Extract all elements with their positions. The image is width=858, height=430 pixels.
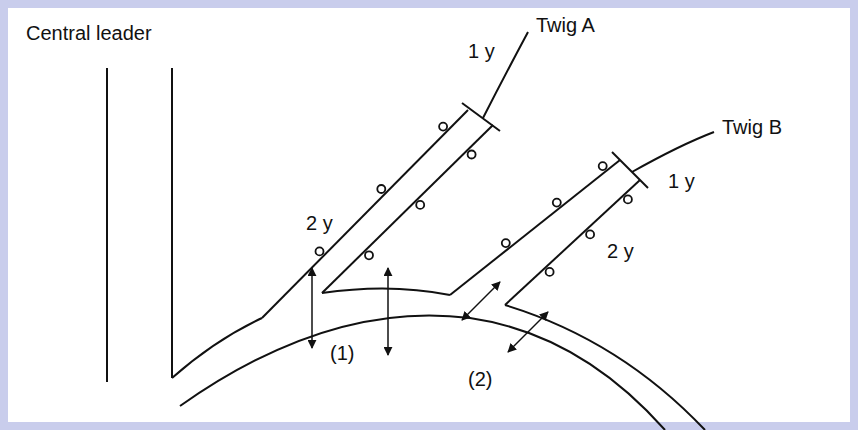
part-label: 1 y: [468, 40, 495, 62]
twig-edge: [322, 125, 493, 293]
bud-dot: [502, 239, 510, 247]
part-label: Central leader: [26, 22, 152, 44]
measure-arrow: [311, 268, 313, 348]
cut-mark: [612, 152, 648, 188]
measure-arrow: [462, 282, 500, 320]
central-leader-edge: [171, 68, 173, 378]
measure-arrow: [387, 268, 389, 355]
part-label: 1 y: [668, 170, 695, 192]
part-label: 2 y: [607, 240, 634, 262]
branch-edge: [180, 315, 665, 430]
bud-dot: [365, 251, 373, 259]
branch-edge: [172, 318, 262, 378]
background-panel: [8, 8, 850, 422]
part-label: (1): [330, 342, 354, 364]
bud-dot: [416, 201, 424, 209]
twig-edge: [262, 110, 468, 318]
bud-dot: [316, 247, 324, 255]
part-label: 2 y: [306, 212, 333, 234]
bud-dot: [586, 230, 594, 238]
part-label: Twig B: [722, 116, 782, 138]
part-label: (2): [468, 368, 492, 390]
twig-edge: [450, 160, 620, 295]
measure-arrow: [508, 312, 548, 352]
part-label: Twig A: [536, 14, 595, 36]
branch-edge: [505, 305, 705, 430]
cut-mark: [462, 103, 500, 131]
bud-dot: [599, 162, 607, 170]
one-year-twig: [632, 132, 714, 172]
twig-edge: [505, 180, 640, 305]
branch-edge: [322, 288, 450, 295]
bud-dot: [546, 268, 554, 276]
bud-dot: [377, 185, 385, 193]
bud-dot: [553, 199, 561, 207]
central-leader-edge: [106, 68, 108, 382]
bud-dot: [468, 151, 476, 159]
bud-dot: [439, 123, 447, 131]
bud-dot: [624, 195, 632, 203]
